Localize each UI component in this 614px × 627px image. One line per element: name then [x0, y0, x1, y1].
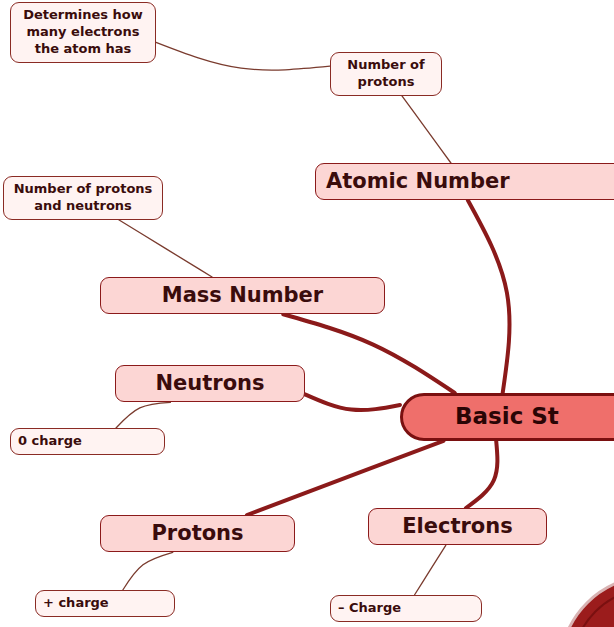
central-topic: Basic St: [400, 393, 614, 441]
note-box: Number of protons: [330, 52, 442, 96]
note-box: + charge: [35, 590, 175, 617]
branch-box: Mass Number: [100, 277, 385, 314]
node-text: Determines how many electrons the atom h…: [18, 7, 148, 58]
sub-branch: [123, 552, 173, 590]
branch-box: Atomic Number: [315, 163, 614, 200]
node-text: Electrons: [379, 513, 536, 540]
node-text: – Charge: [338, 600, 474, 617]
main-branch: [468, 200, 510, 393]
node-text: Basic St: [455, 402, 614, 432]
disc-ring: [572, 588, 614, 627]
node-text: + charge: [43, 595, 167, 612]
node-text: Number of protons and neutrons: [11, 181, 155, 215]
sub-branch: [156, 42, 330, 70]
note-box: Number of protons and neutrons: [3, 176, 163, 220]
note-box: – Charge: [330, 595, 482, 622]
branch-box: Electrons: [368, 508, 547, 545]
node-text: 0 charge: [18, 433, 157, 450]
note-box: Determines how many electrons the atom h…: [10, 2, 156, 63]
main-branch: [247, 441, 444, 515]
sub-branch: [402, 96, 451, 163]
main-branch: [283, 314, 455, 393]
node-text: Atomic Number: [326, 168, 614, 195]
main-branch: [466, 441, 497, 508]
red-disc: [560, 576, 614, 627]
sub-branch: [116, 402, 170, 428]
branch-box: Protons: [100, 515, 295, 552]
node-text: Protons: [111, 520, 284, 547]
node-text: Number of protons: [338, 57, 434, 91]
sub-branch: [119, 220, 212, 277]
note-box: 0 charge: [10, 428, 165, 455]
main-branch: [305, 394, 400, 410]
node-text: Neutrons: [126, 370, 294, 397]
sub-branch: [414, 545, 445, 595]
branch-box: Neutrons: [115, 365, 305, 402]
node-text: Mass Number: [111, 282, 374, 309]
